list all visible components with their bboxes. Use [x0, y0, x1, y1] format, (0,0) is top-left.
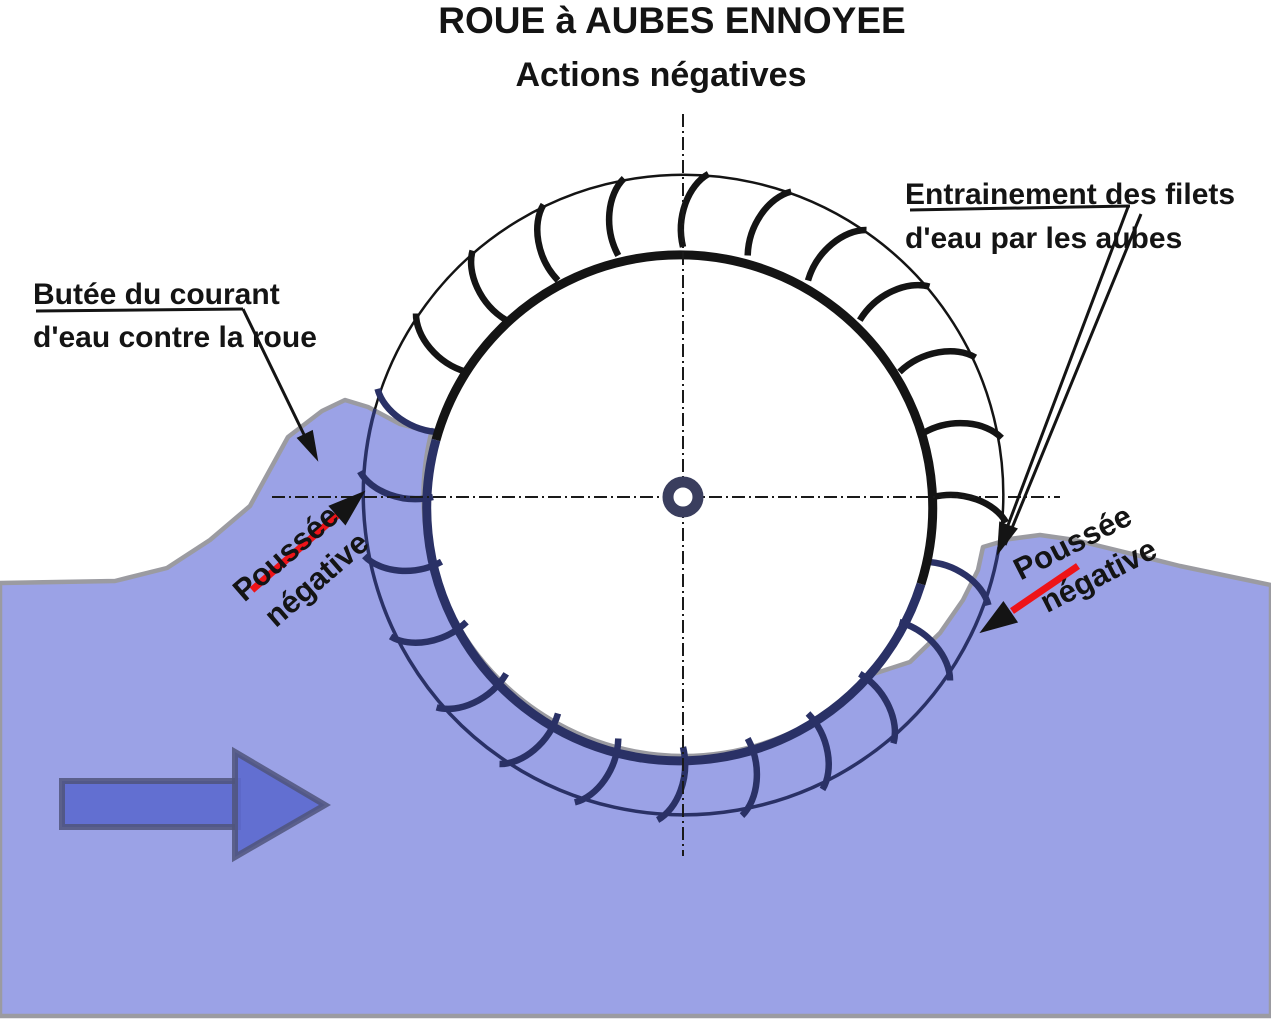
wheel-blade	[744, 188, 793, 256]
wheel-blades	[357, 171, 1009, 823]
label-entrainement: Entrainement des filets d'eau par les au…	[905, 178, 1235, 255]
wheel-blade	[499, 712, 562, 768]
wheel-blade	[573, 738, 622, 806]
label-butee: Butée du courant d'eau contre la roue	[33, 278, 317, 354]
butee-leader	[35, 307, 319, 462]
butee-line1: Butée du courant	[33, 278, 280, 311]
entrainement-leader-line	[997, 206, 1130, 550]
poussee-left-arrow-shaft	[249, 510, 343, 593]
wheel-blade	[924, 558, 992, 607]
wheel-blade	[897, 348, 978, 375]
poussee-left-arrow	[249, 490, 366, 593]
wheel-blade	[677, 171, 711, 248]
entrainement-line1: Entrainement des filets	[905, 178, 1235, 211]
entrainement-leader	[909, 204, 1143, 556]
wheel-blade	[922, 419, 1004, 441]
poussee-right-arrowhead-icon	[979, 600, 1019, 634]
wheel-blade	[467, 249, 508, 323]
butee-underline	[35, 307, 244, 313]
poussee-right-arrow	[979, 563, 1080, 634]
wheel-outer-rim	[373, 173, 1005, 548]
wheel-blade	[857, 281, 931, 322]
wheel-blade	[412, 313, 468, 376]
wheel-blade	[655, 746, 689, 823]
entrainement-line2: d'eau par les aubes	[905, 222, 1182, 255]
wheel-blade	[605, 176, 627, 258]
diagram-subtitle: Actions négatives	[516, 56, 807, 94]
wheel-blade	[534, 202, 561, 283]
wheel-inner-rim-submerged	[422, 438, 926, 766]
poussee-right-arrow-shaft	[1010, 563, 1080, 614]
wheel-outer-rim-submerged	[361, 408, 1001, 817]
butee-line2: d'eau contre la roue	[33, 321, 317, 354]
wheel-blade	[804, 226, 867, 282]
butee-arrowhead-icon	[296, 429, 319, 462]
entrainement-underline	[909, 204, 1131, 212]
entrainement-arrowhead-icon	[996, 521, 1018, 556]
butee-leader-line	[241, 308, 312, 448]
poussee-left-arrowhead-icon	[328, 490, 366, 526]
wheel-hub	[662, 476, 704, 518]
entrainement-leader-line-2	[1003, 213, 1143, 546]
wheel-inner-rim	[431, 250, 938, 586]
flow-direction-arrow-icon	[59, 746, 331, 863]
wheel-blade	[932, 491, 1009, 525]
diagram-title: ROUE à AUBES ENNOYEE	[438, 0, 905, 41]
wheel-blade	[374, 387, 442, 436]
